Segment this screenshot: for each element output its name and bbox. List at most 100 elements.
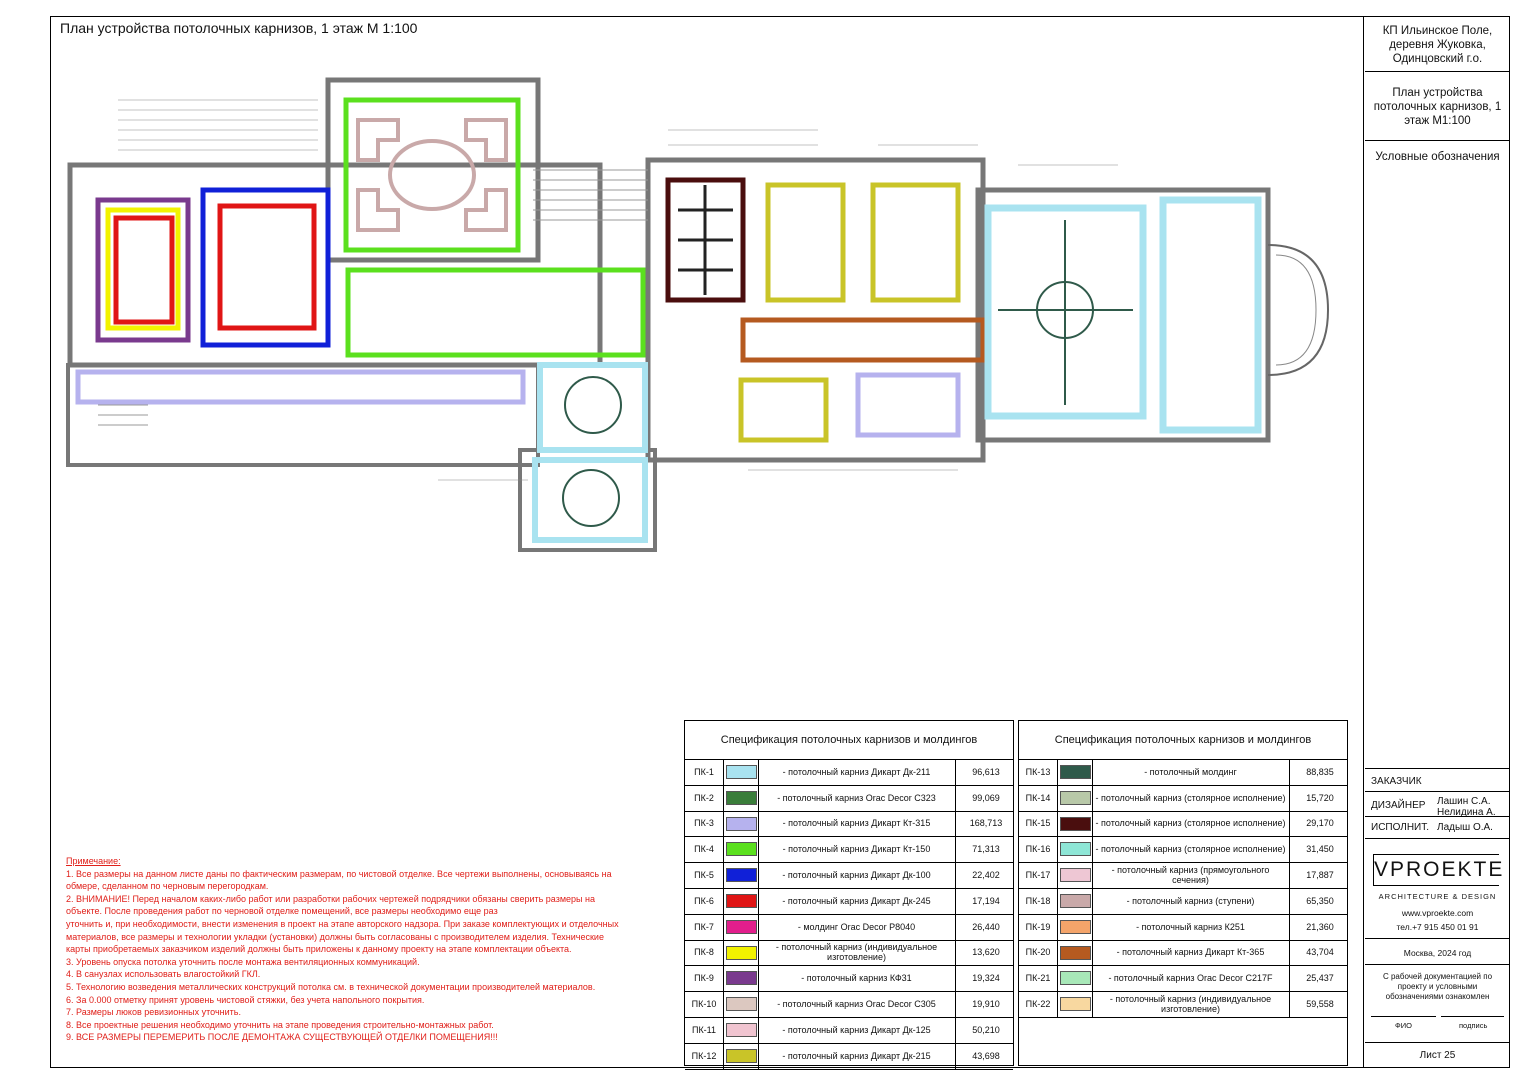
spec-description: - потолочный карниз Дикарт Дк-100 [758, 862, 954, 888]
spec-row: ПК-16- потолочный карниз (столярное испо… [1019, 836, 1347, 864]
spec-code: ПК-22 [1019, 991, 1058, 1017]
spec-length: 22,402 [955, 862, 1016, 888]
spec-code: ПК-16 [1019, 836, 1058, 863]
spec-length: 19,910 [955, 991, 1016, 1017]
spec-description: - потолочный карниз (столярное исполнени… [1092, 784, 1288, 811]
spec-length: 99,069 [955, 784, 1016, 811]
spec-code: ПК-6 [685, 888, 724, 914]
spec-length: 21,360 [1289, 913, 1350, 940]
drawing-sheet-frame [50, 16, 1510, 1068]
spec-length: 43,704 [1289, 939, 1350, 966]
spec-length: 88,835 [1289, 759, 1350, 785]
website: www.vproekte.com [1401, 908, 1474, 918]
company-logo: VPROEKTE [1373, 854, 1502, 886]
spec-description: - потолочный карниз (ступени) [1092, 888, 1288, 914]
stamp-divider [1363, 16, 1364, 1068]
color-swatch [726, 868, 757, 883]
legend-caption: Условные обозначения [1375, 151, 1500, 163]
spec-length: 17,887 [1289, 862, 1350, 888]
spec-row: ПК-14 - потолочный карниз (столярное испо… [1019, 784, 1350, 812]
color-swatch [726, 1048, 757, 1063]
phone: тел.+7 915 450 01 91 [1396, 922, 1479, 932]
color-swatch [726, 816, 757, 831]
spec-code: ПК-18 [1019, 888, 1058, 914]
color-swatch [726, 971, 757, 986]
spec-code: ПК-14 [1019, 784, 1058, 811]
signature-label: подпись [1459, 1021, 1488, 1030]
spec-code: ПК-9 [685, 965, 724, 992]
spec-description: - потолочный карниз Дикарт Кт-150 [758, 836, 954, 863]
color-swatch [726, 919, 757, 934]
sheet-number: Лист 25 [1419, 1050, 1456, 1061]
spec-code: ПК-2 [685, 784, 724, 811]
sheet-name: План устройства потолочных карнизов, 1 э… [1373, 87, 1502, 127]
note-line: 3. Уровень опуска потолка уточнить после… [66, 956, 420, 967]
spec-length: 59,558 [1289, 991, 1350, 1017]
spec-code: ПК-19 [1019, 913, 1058, 940]
spec-description: - потолочный карниз Дикарт Дк-125 [758, 1017, 954, 1043]
floor-plan-drawing [66, 77, 1330, 552]
spec-description: - потолочный карниз Дикарт Кт-315 [758, 810, 954, 837]
spec-length: 26,440 [955, 913, 1016, 940]
spec-description: - потолочный карниз Дикарт Кт-365 [1092, 939, 1288, 966]
color-swatch [1060, 765, 1091, 779]
spec-table-title: Спецификация потолочных карнизов и молди… [1019, 721, 1347, 760]
logo-subtitle: ARCHITECTURE & DESIGN [1378, 892, 1497, 901]
spec-length: 17,194 [955, 888, 1016, 914]
spec-length: 25,437 [1289, 965, 1350, 992]
spec-code: ПК-20 [1019, 939, 1058, 966]
spec-description: - потолочный карниз Orac Decor C323 [758, 784, 954, 811]
color-swatch [1060, 945, 1091, 960]
spec-code: ПК-7 [685, 913, 724, 940]
spec-row: ПК-15- потолочный карниз (столярное испо… [1019, 810, 1347, 838]
spec-row: ПК-8- потолочный карниз (индивидуальное … [685, 939, 1016, 967]
spec-code: ПК-11 [685, 1017, 724, 1043]
spec-length: 71,313 [955, 836, 1016, 863]
spec-length: 13,620 [955, 939, 1016, 966]
note-line: обмере, сделанном по черновым перегородк… [66, 881, 269, 892]
spec-length: 65,350 [1289, 888, 1350, 914]
spec-code: ПК-21 [1019, 965, 1058, 992]
color-swatch [1060, 816, 1091, 831]
spec-description: - потолочный карниз (индивидуальное изго… [758, 939, 954, 966]
color-swatch [1060, 894, 1091, 908]
note-line: 8. Все проектные решения необходимо уточ… [66, 1019, 494, 1030]
spec-length: 15,720 [1289, 784, 1350, 811]
color-swatch [726, 765, 757, 779]
spec-code: ПК-12 [685, 1042, 724, 1069]
note-line: 2. ВНИМАНИЕ! Перед началом каких-либо ра… [66, 893, 595, 904]
color-swatch [726, 997, 757, 1012]
spec-length: 96,613 [955, 759, 1016, 785]
spec-table-left: Спецификация потолочных карнизов и молди… [684, 720, 1016, 1070]
spec-description: - потолочный карниз (столярное исполнени… [1092, 810, 1288, 837]
spec-row: ПК-21- потолочный карниз Orac Decor C217… [1019, 965, 1350, 993]
notes-lines: 1. Все размеры на данном листе даны по ф… [66, 868, 666, 1044]
notes-block: Примечание: 1. Все размеры на данном лис… [66, 855, 666, 1044]
note-line: 4. В санузлах использовать влагостойкий … [66, 969, 261, 980]
color-swatch [726, 1023, 757, 1037]
spec-row: ПК-10- потолочный карниз Orac Decor C305… [685, 991, 1013, 1018]
color-swatch [1060, 790, 1091, 805]
color-swatch [1060, 971, 1091, 986]
spec-description: - потолочный карниз КФ31 [758, 965, 954, 992]
fio-label: ФИО [1395, 1021, 1412, 1030]
spec-description: - потолочный карниз Дикарт Дк-245 [758, 888, 954, 914]
spec-description: - потолочный карниз Orac Decor C305 [758, 991, 954, 1017]
note-line: карты приобретаемых заказчиком изделий д… [66, 944, 572, 955]
note-line: 9. ВСЕ РАЗМЕРЫ ПЕРЕМЕРИТЬ ПОСЛЕ ДЕМОНТАЖ… [66, 1032, 498, 1043]
spec-code: ПК-3 [685, 810, 724, 837]
color-swatch [726, 945, 757, 960]
spec-description: - потолочный молдинг [1092, 759, 1288, 785]
color-swatch [1060, 997, 1091, 1012]
spec-length: 43,698 [955, 1042, 1016, 1069]
spec-description: - потолочный карниз Дикарт Дк-215 [758, 1042, 954, 1069]
spec-table-right: Спецификация потолочных карнизов и молди… [1018, 720, 1348, 1066]
